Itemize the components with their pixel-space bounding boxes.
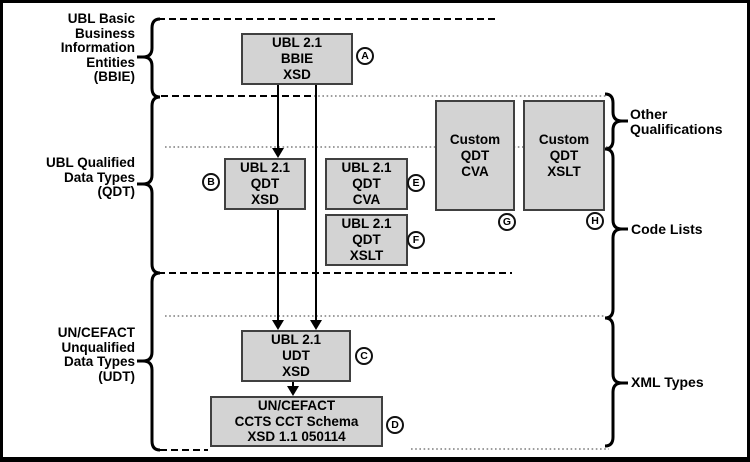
box-line: CVA — [461, 163, 489, 179]
arrow-qdt-to-udt-head — [272, 320, 284, 330]
label-other-qualifications-line: Other — [630, 106, 668, 122]
left-brace-qdt — [142, 95, 161, 275]
badge-c: C — [355, 347, 373, 365]
label-udt-line: Data Types — [63, 354, 135, 370]
box-line: QDT — [549, 147, 579, 163]
label-other-qualifications-line: Qualifications — [630, 121, 723, 137]
box-line: CCTS CCT Schema — [234, 413, 359, 429]
box-line: XSLT — [547, 163, 581, 179]
left-brace-udt — [142, 271, 161, 452]
right-brace-other-qualifications — [604, 92, 623, 151]
label-qdt-line: Data Types — [63, 169, 135, 185]
box-ubl-qdt-xsd: UBL 2.1 QDT XSD — [224, 158, 306, 210]
box-line: Custom — [449, 131, 501, 147]
badge-b: B — [202, 173, 220, 191]
box-ubl-udt-xsd: UBL 2.1 UDT XSD — [241, 330, 351, 382]
label-qdt-line: UBL Qualified — [45, 155, 135, 170]
box-line: QDT — [250, 176, 280, 191]
box-line: XSD 1.1 050114 — [247, 429, 346, 445]
label-udt: UN/CEFACT Unqualified Data Types (UDT) — [13, 325, 136, 384]
label-bbie-line: Business — [74, 25, 135, 41]
label-udt-line: UN/CEFACT — [57, 325, 135, 340]
label-bbie-line: Information — [60, 40, 135, 56]
right-brace-xml-types — [604, 316, 623, 448]
badge-g: G — [498, 213, 516, 231]
box-line: UBL 2.1 — [271, 35, 323, 50]
box-line: UBL 2.1 — [239, 160, 291, 175]
label-bbie: UBL Basic Business Information Entities … — [13, 11, 135, 85]
label-code-lists-line: Code Lists — [631, 221, 703, 237]
left-brace-bbie — [142, 17, 161, 99]
label-other-qualifications: Other Qualifications — [630, 107, 723, 137]
label-bbie-line: (BBIE) — [93, 69, 135, 85]
box-line: CVA — [352, 192, 381, 207]
badge-f: F — [407, 231, 425, 249]
badge-e: E — [407, 174, 425, 192]
box-line: QDT — [352, 176, 381, 191]
box-uncefact-ccts-cct-schema: UN/CEFACT CCTS CCT Schema XSD 1.1 050114 — [210, 396, 383, 447]
box-line: UDT — [282, 348, 310, 363]
label-bbie-line: UBL Basic — [67, 11, 135, 26]
box-line: QDT — [460, 147, 490, 163]
box-line: XSD — [282, 364, 310, 379]
badge-h: H — [586, 212, 604, 230]
box-line: UBL 2.1 — [341, 216, 392, 231]
label-udt-line: (UDT) — [98, 368, 135, 384]
label-bbie-line: Entities — [86, 54, 135, 70]
box-custom-qdt-cva: Custom QDT CVA — [435, 100, 515, 211]
box-ubl-qdt-xslt: UBL 2.1 QDT XSLT — [325, 214, 408, 266]
label-qdt-line: (QDT) — [97, 184, 136, 200]
box-line: BBIE — [280, 51, 314, 66]
arrow-bbie-to-qdt-head — [272, 148, 284, 158]
box-line: UN/CEFACT — [257, 398, 336, 414]
badge-a: A — [356, 47, 374, 65]
diagram-lines-layer — [137, 17, 628, 452]
box-line: XSD — [251, 192, 279, 207]
badge-d: D — [386, 416, 404, 434]
right-brace-code-lists — [604, 147, 623, 320]
arrow-udt-to-ccts-head — [287, 386, 299, 396]
box-line: XSLT — [349, 248, 384, 263]
label-xml-types-line: XML Types — [631, 374, 704, 390]
box-line: UBL 2.1 — [341, 160, 392, 175]
box-ubl-bbie-xsd: UBL 2.1 BBIE XSD — [241, 33, 353, 85]
label-xml-types: XML Types — [631, 375, 704, 390]
box-line: QDT — [352, 232, 381, 247]
box-custom-qdt-xslt: Custom QDT XSLT — [523, 100, 605, 211]
box-line: Custom — [538, 131, 590, 147]
arrow-bbie-to-udt-head — [310, 320, 322, 330]
label-udt-line: Unqualified — [61, 339, 136, 355]
label-qdt: UBL Qualified Data Types (QDT) — [13, 155, 136, 200]
label-code-lists: Code Lists — [631, 222, 703, 237]
box-line: UBL 2.1 — [270, 332, 322, 347]
box-ubl-qdt-cva: UBL 2.1 QDT CVA — [325, 158, 408, 210]
box-line: XSD — [283, 67, 311, 82]
